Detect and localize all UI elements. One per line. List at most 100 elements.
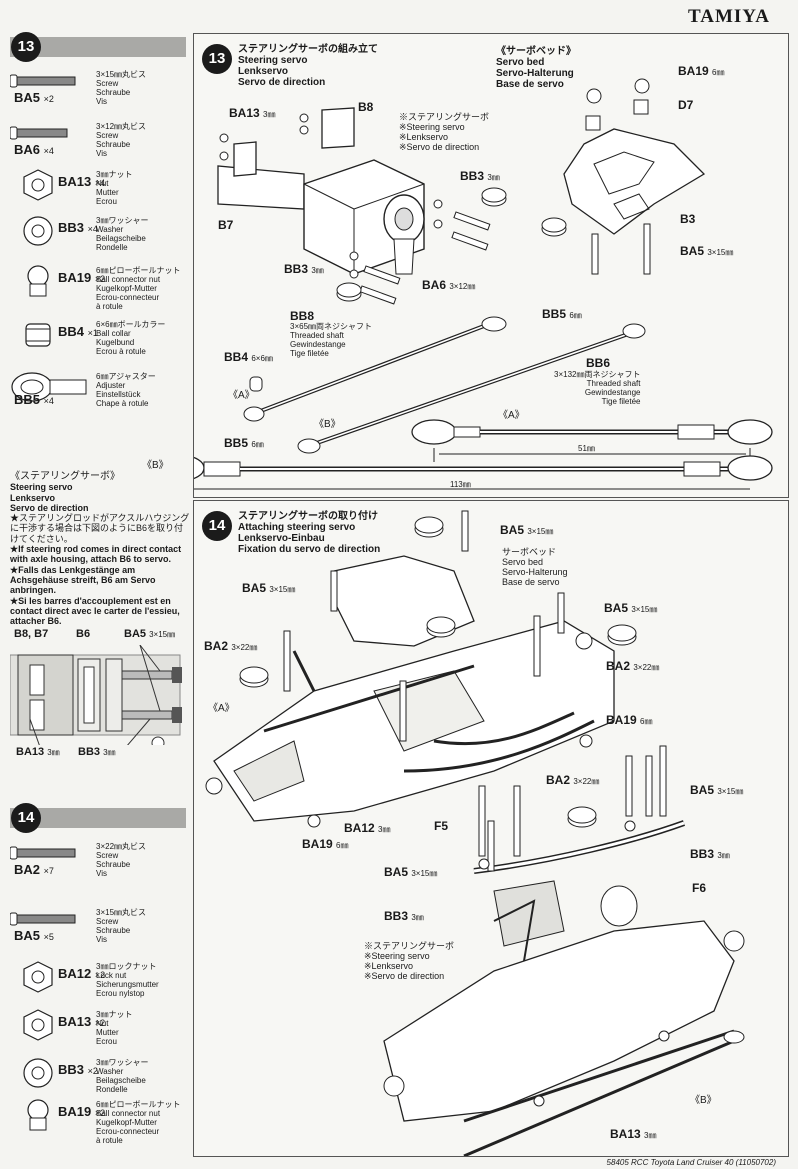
part-quantity: ×2 — [94, 1018, 106, 1028]
step14-parts-header — [10, 808, 186, 828]
part-bb3: BB3 ×4 3㎜ワッシャー Washer Beilagscheibe Rond… — [10, 214, 190, 258]
label-f6: F6 — [692, 881, 707, 895]
part-bb5: BB5 ×4 6㎜アジャスター Adjuster Einstellstück C… — [10, 370, 190, 414]
note-line: ★Si les barres d'accouplement est en con… — [10, 595, 180, 627]
label-ba5-left: BA5 3×15㎜ — [242, 581, 296, 595]
label-b8: B8 — [358, 100, 374, 114]
bb8-description: 3×65㎜両ネジシャフト Threaded shaft Gewindestang… — [290, 322, 373, 358]
part-ba12: BA12 ×2 3㎜ロックナット Lock nut Sicherungsmutt… — [10, 960, 190, 1004]
label-a-assembly: 《A》 — [498, 410, 525, 421]
part-description: 3㎜ワッシャー Washer Beilagscheibe Rondelle — [96, 216, 149, 252]
step14-panel-number: 14 — [202, 511, 232, 541]
label-b7: B7 — [218, 218, 234, 232]
ba12-part-icon — [10, 960, 90, 994]
part-description: 3㎜ナット Nut Mutter Ecrou — [96, 1010, 133, 1046]
dimension-51: 51㎜ — [578, 444, 595, 453]
label-ba5-lower-right: BA5 3×15㎜ — [690, 783, 744, 797]
part-quantity: ×4 — [43, 396, 54, 406]
part-ba2: BA2 ×7 3×22㎜丸ビス Screw Schraube Vis — [10, 840, 190, 884]
dimension-113: 113㎜ — [450, 480, 471, 489]
label-ba5-top: BA5 3×15㎜ — [500, 523, 554, 537]
part-code: BA19 ×2 — [58, 1104, 106, 1119]
note-line: ★ステアリングロッドがアクスルハウジングに干渉する場合は下図のようにB6を取り付… — [10, 513, 190, 544]
part-ba6: BA6 ×4 3×12㎜丸ビス Screw Schraube Vis — [10, 120, 190, 164]
label-ba19-right: BA19 6㎜ — [606, 713, 653, 727]
part-quantity: ×2 — [94, 970, 106, 980]
steering-servo-note: ※ステアリングサーボ ※Steering servo ※Lenkservo ※S… — [364, 941, 455, 981]
label-f5: F5 — [434, 819, 449, 833]
part-code: BA19 ×2 — [58, 270, 106, 285]
bb5-part-icon — [10, 370, 90, 404]
step14-assembly-drawing — [205, 510, 745, 1156]
part-ba19: BA19 ×2 6㎜ピローボールナット Ball connector nut K… — [10, 1098, 190, 1145]
step13-assembly-drawing — [194, 78, 773, 490]
label-bb4: BB4 6×6㎜ — [224, 350, 273, 364]
label-ba5-right: BA5 3×15㎜ — [604, 601, 658, 615]
label-ba13: BA13 3㎜ — [610, 1127, 657, 1141]
part-description: 6×6㎜ボールカラー Ball collar Kugelbund Ecrou à… — [96, 320, 166, 356]
part-quantity: ×1 — [87, 328, 98, 338]
part-description: 3×12㎜丸ビス Screw Schraube Vis — [96, 122, 147, 158]
label-bb3-upper: BB3 3㎜ — [460, 169, 500, 183]
step14-title: ステアリングサーボの取り付け Attaching steering servo … — [238, 511, 381, 555]
part-quantity: ×7 — [43, 866, 54, 876]
detail-label-b8b7: B8, B7 — [14, 628, 49, 640]
part-description: 3㎜ワッシャー Washer Beilagscheibe Rondelle — [96, 1058, 149, 1094]
part-description: 3×15㎜丸ビス Screw Schraube Vis — [96, 908, 147, 944]
label-d7: D7 — [678, 98, 694, 112]
part-code: BB3 ×4 — [58, 220, 98, 235]
part-description: 6㎜アジャスター Adjuster Einstellstück Chape à … — [96, 372, 156, 408]
label-b-marker: 《B》 — [690, 1095, 717, 1106]
part-ba19: BA19 ×2 6㎜ピローボールナット Ball connector nut K… — [10, 264, 190, 311]
ba5-part-icon — [10, 68, 90, 102]
label-ba2-left: BA2 3×22㎜ — [204, 639, 258, 653]
label-ba2-lower: BA2 3×22㎜ — [546, 773, 600, 787]
step13-panel-number: 13 — [202, 44, 232, 74]
brand-logo: TAMIYA — [687, 6, 770, 27]
label-a-marker: 《A》 — [208, 703, 235, 714]
note-title: 《ステアリングサーボ》 — [10, 471, 120, 482]
part-description: 6㎜ピローボールナット Ball connector nut Kugelkopf… — [96, 1100, 181, 1145]
label-b-assembly: 《B》 — [142, 460, 169, 471]
bb4-part-icon — [10, 318, 90, 352]
servo-bed-title: 《サーボベッド》 Servo bed Servo-Halterung Base … — [496, 46, 576, 90]
detail-label-bb3: BB3 3㎜ — [78, 746, 116, 758]
part-quantity: ×2 — [94, 274, 106, 284]
label-ba6: BA6 3×12㎜ — [422, 278, 476, 292]
label-bb3-lower: BB3 3㎜ — [284, 262, 324, 276]
page-footer: 58405 RCC Toyota Land Cruiser 40 (110507… — [606, 1158, 776, 1167]
label-ba2-right: BA2 3×22㎜ — [606, 659, 660, 673]
step13-number-badge: 13 — [11, 32, 41, 62]
ba19-part-icon — [10, 1098, 90, 1132]
part-description: 3×22㎜丸ビス Screw Schraube Vis — [96, 842, 147, 878]
label-ba19: BA19 6㎜ — [678, 64, 725, 78]
part-description: 3㎜ロックナット Lock nut Sicherungsmutter Ecrou… — [96, 962, 159, 998]
detail-label-b6: B6 — [76, 628, 91, 640]
step13-panel: 13 ステアリングサーボの組み立て Steering servo Lenkser… — [142, 33, 789, 498]
ba13-part-icon — [10, 168, 90, 202]
label-ba5: BA5 3×15㎜ — [680, 244, 734, 258]
label-ba5-lower-left: BA5 3×15㎜ — [384, 865, 438, 879]
part-description: 3㎜ナット Nut Mutter Ecrou — [96, 170, 133, 206]
step14-panel: 14 ステアリングサーボの取り付け Attaching steering ser… — [193, 500, 789, 1157]
part-bb4: BB4 ×1 6×6㎜ボールカラー Ball collar Kugelbund … — [10, 318, 190, 362]
label-ba19-left: BA19 6㎜ — [302, 837, 349, 851]
part-ba5: BA5 ×2 3×15㎜丸ビス Screw Schraube Vis — [10, 68, 190, 112]
part-ba5: BA5 ×5 3×15㎜丸ビス Screw Schraube Vis — [10, 906, 190, 950]
bb3-part-icon — [10, 1056, 90, 1090]
step14-number-badge: 14 — [11, 803, 41, 833]
part-code: BA13 ×4 — [58, 174, 106, 189]
label-bb3-left: BB3 3㎜ — [384, 909, 424, 923]
ba6-part-icon — [10, 120, 90, 154]
part-code: BA6 ×4 — [14, 142, 54, 157]
part-code: BA5 ×2 — [14, 90, 54, 105]
part-quantity: ×2 — [43, 94, 54, 104]
steering-servo-note: ※ステアリングサーボ ※Steering servo ※Lenkservo ※S… — [399, 112, 490, 152]
label-bb8: BB8 — [290, 309, 315, 323]
part-description: 3×15㎜丸ビス Screw Schraube Vis — [96, 70, 147, 106]
part-code: BB4 ×1 — [58, 324, 98, 339]
bb3-part-icon — [10, 214, 90, 248]
servo-bed-note: サーボベッド Servo bed Servo-Halterung Base de… — [502, 547, 568, 587]
part-description: 6㎜ピローボールナット Ball connector nut Kugelkopf… — [96, 266, 181, 311]
part-quantity: ×4 — [43, 146, 54, 156]
